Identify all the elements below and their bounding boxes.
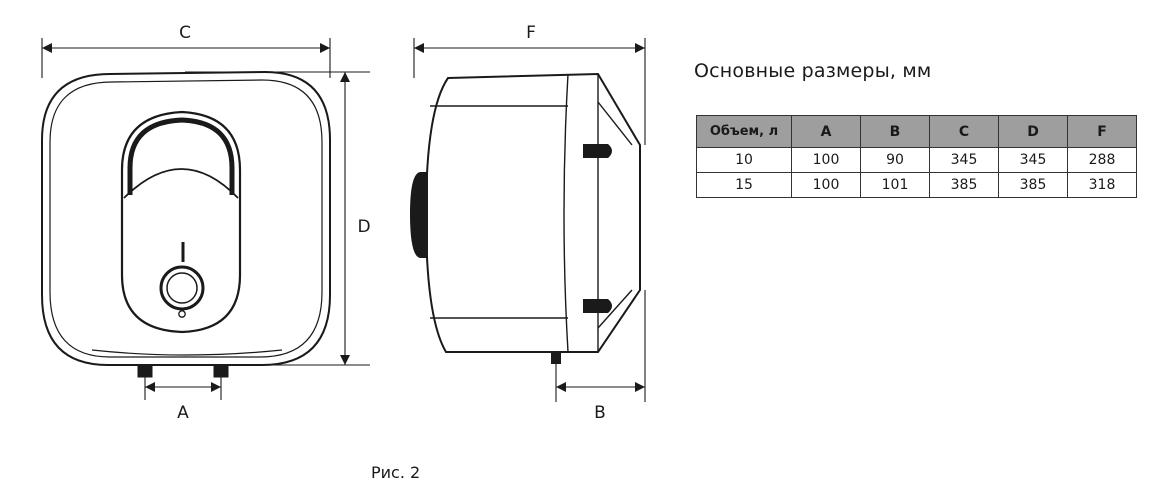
table-cell: 345: [929, 147, 999, 173]
thermostat-knob-outer: [159, 265, 205, 311]
table-cell: 15: [696, 172, 792, 198]
control-panel-cover: [123, 168, 239, 199]
dim-label-d: D: [357, 217, 370, 237]
table-cell: 101: [860, 172, 930, 198]
inlet-pipe: [137, 364, 153, 378]
table-row: 15 100 101 385 385 318: [696, 172, 1137, 198]
side-right-chamfer-bot: [597, 289, 633, 329]
header-c: C: [929, 115, 999, 148]
header-a: A: [791, 115, 861, 148]
dim-label-b: B: [594, 403, 606, 423]
table-cell: 385: [929, 172, 999, 198]
dim-label-a: A: [177, 403, 189, 423]
dimension-lines: [41, 38, 646, 402]
dim-label-c: C: [179, 23, 191, 43]
side-rear-rim: [563, 73, 569, 353]
table-cell: 385: [998, 172, 1068, 198]
side-pipe: [551, 352, 561, 364]
table-header-row: Объем, л A B C D F: [696, 115, 1137, 148]
control-panel-outline: [120, 110, 242, 334]
table-cell: 288: [1067, 147, 1137, 173]
side-knob: [410, 172, 428, 258]
header-f: F: [1067, 115, 1137, 148]
front-body-inner: [49, 79, 323, 358]
thermostat-knob-inner: [166, 272, 198, 304]
header-d: D: [998, 115, 1068, 148]
header-volume: Объем, л: [696, 115, 792, 148]
front-bottom-band: [91, 349, 283, 356]
header-b: B: [860, 115, 930, 148]
dim-label-f: F: [526, 23, 536, 43]
dimensions-table: Объем, л A B C D F 10 100 90 345 345 288…: [696, 115, 1137, 198]
table-cell: 10: [696, 147, 792, 173]
table-cell: 345: [998, 147, 1068, 173]
table-title: Основные размеры, мм: [694, 60, 932, 82]
outlet-pipe: [213, 364, 229, 378]
wall-mount-bottom: [583, 299, 612, 313]
control-panel-handle: [127, 117, 235, 195]
side-view: [410, 72, 641, 364]
knob-marker: [178, 310, 186, 318]
table-cell: 90: [860, 147, 930, 173]
table-cell: 100: [791, 172, 861, 198]
table-cell: 100: [791, 147, 861, 173]
figure-caption: Рис. 2: [371, 463, 421, 482]
front-view: [41, 70, 331, 378]
table-row: 10 100 90 345 345 288: [696, 147, 1137, 173]
front-body-outline: [41, 70, 331, 366]
table-cell: 318: [1067, 172, 1137, 198]
side-right-chamfer-top: [597, 101, 633, 146]
wall-mount-top: [583, 144, 612, 158]
